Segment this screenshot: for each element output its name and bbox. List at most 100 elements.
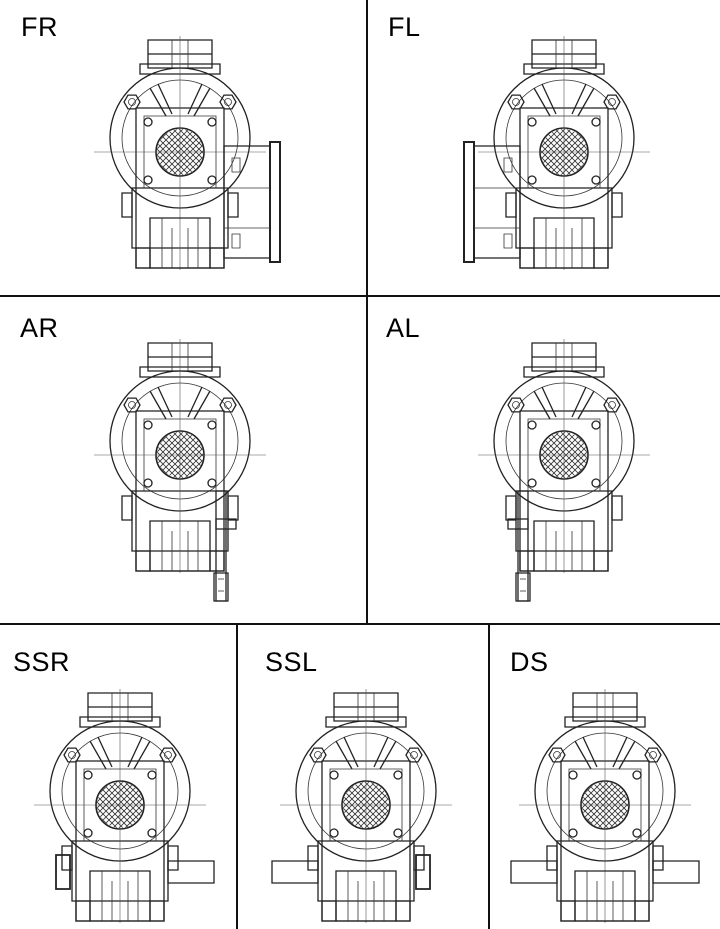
foot [594,551,608,571]
screw [633,829,641,837]
bolt-hex [645,748,661,762]
torque-arm-bushing [516,573,530,601]
gearbox-ssl-drawing [266,689,466,921]
output-shaft-right [653,861,699,883]
side-boss [506,496,516,520]
panel-fl: FL [368,0,720,295]
screw [208,176,216,184]
ribs [534,387,594,419]
side-boss [653,846,663,870]
bolt-hex [220,398,236,412]
screw [528,479,536,487]
output-flange [224,146,270,258]
bolt-hex [604,95,620,109]
screw [592,118,600,126]
foot [136,551,150,571]
side-boss [168,846,178,870]
gearbox-ar-drawing [80,339,280,609]
panel-label: FL [388,12,421,42]
housing-lower [132,188,228,248]
output-hub [150,218,210,268]
gearbox-body [464,36,650,270]
side-boss [122,193,132,217]
side-boss [308,846,318,870]
screw [330,771,338,779]
divider-horizontal-1 [0,295,720,297]
foot [150,901,164,921]
divider-vertical-bottom-1 [236,624,238,929]
bolt-hex [604,398,620,412]
shaft-cap [416,855,430,889]
panel-label: AR [20,313,59,343]
gearbox-body [34,689,214,923]
foot [520,248,534,268]
bolt-hex [64,748,80,762]
panel-ssl: SSL [238,625,488,929]
bolt-hex [160,748,176,762]
shaft-cap [56,855,70,889]
gearbox-body [511,689,699,923]
screw [208,421,216,429]
ribs [150,387,210,419]
panel-label: DS [510,647,549,677]
panel-label: SSR [13,647,71,677]
output-hub [575,871,635,921]
screw [84,771,92,779]
screw [528,118,536,126]
panel-al: AL [368,297,720,623]
screw [148,771,156,779]
gearbox-ds-drawing [500,689,710,921]
panel-ds: DS [490,625,720,929]
screw [592,479,600,487]
output-hub [534,218,594,268]
gearbox-fl-drawing [464,36,664,268]
foot [322,901,336,921]
divider-vertical-bottom-2 [488,624,490,929]
foot [396,901,410,921]
screw [394,771,402,779]
bolt-hex [124,398,140,412]
screw [592,176,600,184]
gearbox-ssr-drawing [20,689,220,921]
gearbox-al-drawing [464,339,664,609]
gearbox-body [272,689,452,923]
side-boss [122,496,132,520]
output-shaft [168,861,214,883]
side-boss [62,846,72,870]
bolt-hex [508,95,524,109]
side-boss [506,193,516,217]
side-boss [228,193,238,217]
panel-label: FR [21,12,58,42]
ribs [534,84,594,116]
ribs [150,84,210,116]
housing-lower [72,841,168,901]
gearbox-body [94,339,266,601]
housing-lower [132,491,228,551]
output-shaft-left [511,861,557,883]
screw [208,118,216,126]
side-boss [414,846,424,870]
screw [592,421,600,429]
output-hub [90,871,150,921]
foot [76,901,90,921]
panel-ar: AR [0,297,366,623]
bolt-hex [310,748,326,762]
housing-lower [516,491,612,551]
flange-plate [464,142,474,262]
foot [520,551,534,571]
screw [144,479,152,487]
gearbox-body [94,36,280,270]
screw [144,176,152,184]
torque-arm-bushing [214,573,228,601]
foot [136,248,150,268]
screw [394,829,402,837]
panel-label: SSL [265,647,318,677]
foot [635,901,649,921]
screw [569,829,577,837]
side-boss [547,846,557,870]
screw [208,479,216,487]
panel-label: AL [386,313,421,343]
bolt-hex [508,398,524,412]
panel-fr: FR [0,0,366,295]
